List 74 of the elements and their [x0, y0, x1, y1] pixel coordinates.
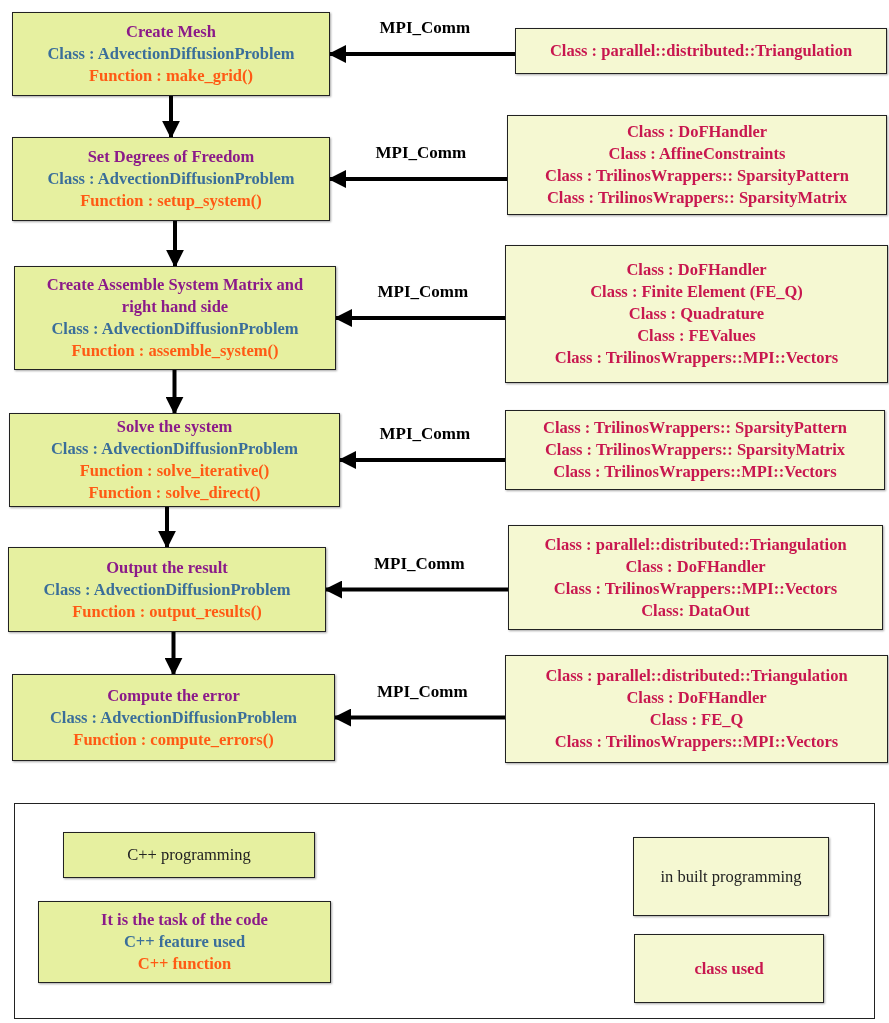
class-text: Class : Finite Element (FE_Q) [590, 281, 803, 303]
class-text: Class : TrilinosWrappers:: SparsityMatrix [544, 439, 846, 461]
class-text: Class : AdvectionDiffusionProblem [51, 318, 299, 340]
arrow [333, 708, 505, 727]
arrow [334, 309, 505, 327]
arrow [164, 632, 183, 676]
arrow [166, 221, 184, 268]
process-box [12, 137, 330, 221]
class-box [507, 115, 887, 215]
class-box [515, 28, 887, 74]
arrow [328, 170, 507, 188]
class-text: Class : TrilinosWrappers:: SparsityPattern [543, 417, 847, 439]
function-text: C++ function [137, 953, 232, 975]
class-text: Class : parallel::distributed::Triangulation [544, 533, 847, 556]
process-box [8, 547, 326, 632]
step-title: Compute the error [107, 684, 240, 707]
arrow [158, 507, 176, 549]
arrow [324, 580, 508, 599]
class-text: Class : TrilinosWrappers::MPI::Vectors [554, 347, 839, 369]
class-text: Class : TrilinosWrappers::MPI::Vectors [553, 461, 837, 483]
class-box [505, 410, 885, 490]
class-text: Class : AdvectionDiffusionProblem [47, 168, 295, 190]
process-box [14, 266, 336, 370]
arrow [162, 96, 180, 139]
class-text: C++ feature used [123, 931, 246, 953]
legend-text: C++ programming [127, 844, 251, 866]
function-text: Function : setup_system() [80, 190, 262, 212]
class-text: Class : DoFHandler [625, 555, 766, 578]
class-box [508, 525, 883, 630]
function-text: Function : make_grid() [88, 65, 254, 87]
class-text: Class : TrilinosWrappers::MPI::Vectors [553, 577, 838, 600]
arrow [328, 45, 515, 63]
function-text: Function : assemble_system() [71, 340, 279, 362]
class-text: Class : TrilinosWrappers::MPI::Vectors [554, 731, 839, 753]
function-text: Function : compute_errors() [73, 728, 274, 751]
class-text: Class : AdvectionDiffusionProblem [50, 438, 299, 460]
class-text: Class : DoFHandler [626, 687, 767, 709]
class-text: Class : Quadrature [628, 303, 765, 325]
class-box [505, 655, 888, 763]
class-text: Class: DataOut [641, 599, 750, 622]
class-text: Class : parallel::distributed::Triangulation [545, 665, 848, 687]
class-text: Class : parallel::distributed::Triangulation [549, 40, 853, 62]
legend-box [63, 832, 315, 878]
class-text: Class : AffineConstraints [608, 143, 786, 165]
step-title: It is the task of the code [101, 909, 268, 931]
process-box [12, 674, 335, 761]
step-title: Create Mesh [126, 21, 216, 43]
arrow [338, 451, 505, 469]
function-text: Function : output_results() [72, 600, 262, 623]
class-box [634, 934, 824, 1003]
class-text: Class : AdvectionDiffusionProblem [47, 43, 295, 65]
step-title: Set Degrees of Freedom [87, 146, 255, 168]
process-box [9, 413, 340, 507]
step-title: Output the result [106, 556, 228, 579]
legend-frame [14, 803, 875, 1019]
step-title: Create Assemble System Matrix and right hand side [45, 274, 305, 318]
class-text: Class : FE_Q [649, 709, 744, 731]
process-box [12, 12, 330, 96]
class-text: Class : FEValues [637, 325, 756, 347]
function-text: Function : solve_direct() [88, 482, 261, 504]
class-text: Class : AdvectionDiffusionProblem [49, 706, 298, 729]
class-text: Class : DoFHandler [626, 259, 767, 281]
legend-box [633, 837, 829, 916]
function-text: Function : solve_iterative() [79, 460, 270, 482]
class-text: Class : DoFHandler [626, 121, 768, 143]
class-text: Class : AdvectionDiffusionProblem [43, 578, 291, 601]
class-box [505, 245, 888, 383]
process-box [38, 901, 331, 983]
class-text: Class : TrilinosWrappers:: SparsityPattern [545, 165, 849, 187]
arrow [165, 370, 184, 415]
class-text: class used [694, 957, 764, 980]
step-title: Solve the system [116, 416, 233, 438]
class-text: Class : TrilinosWrappers:: SparsityMatrix [546, 187, 848, 209]
legend-text: in built programming [660, 865, 802, 888]
